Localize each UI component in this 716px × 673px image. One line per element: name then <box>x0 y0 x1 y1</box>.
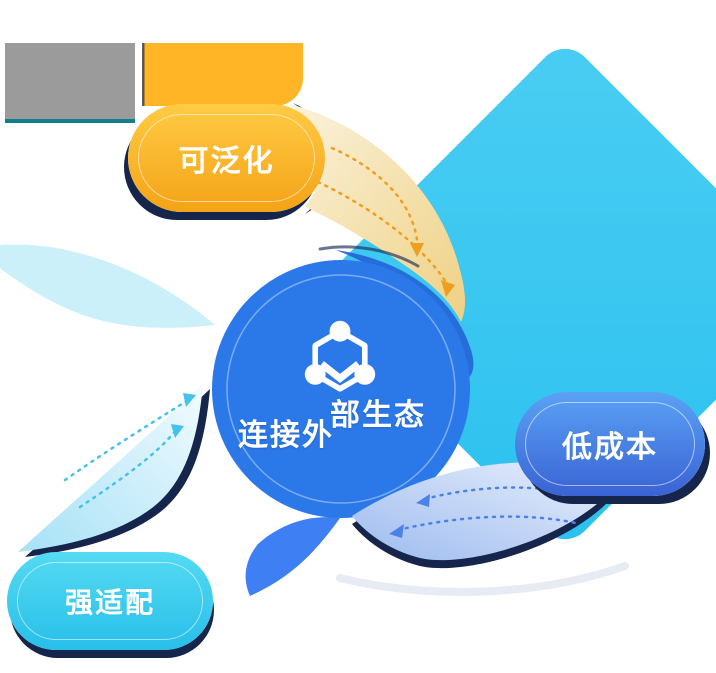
arrowhead <box>441 280 455 297</box>
node-pill-adaptable: 强适配 <box>7 552 213 650</box>
node-pill-low-cost: 低成本 <box>515 392 705 496</box>
teal-underline <box>5 119 135 123</box>
dashed-arrow <box>316 180 448 284</box>
yellow-block-edge <box>142 43 145 106</box>
dashed-arrow <box>396 515 582 532</box>
arrowhead <box>389 524 404 538</box>
node-label: 低成本 <box>562 431 658 464</box>
flow-arrow-left <box>18 384 203 552</box>
dashed-arrow <box>78 428 178 509</box>
arrowhead <box>171 424 184 438</box>
arrowhead <box>410 243 424 257</box>
yellow-block <box>143 43 303 106</box>
light-wave <box>0 244 215 328</box>
node-label: 可泛化 <box>178 145 275 178</box>
node-label: 强适配 <box>64 587 155 618</box>
flow-arrow-top <box>290 104 466 322</box>
dashed-arrow <box>330 146 419 242</box>
arrowhead <box>416 494 430 507</box>
swirl-blade-bottom <box>245 517 340 596</box>
molecule-icon <box>304 320 376 392</box>
node-pill-generalizable: 可泛化 <box>128 104 325 212</box>
faint-wave <box>336 562 629 596</box>
swirl-blade-top-edge <box>318 245 420 268</box>
dashed-arrow <box>423 486 564 501</box>
grey-block <box>5 43 135 121</box>
arrowhead <box>183 393 196 407</box>
center-label-left: 连接外 <box>238 419 334 452</box>
center-label-right: 部生态 <box>330 399 426 432</box>
center-circle-ring <box>226 274 456 504</box>
